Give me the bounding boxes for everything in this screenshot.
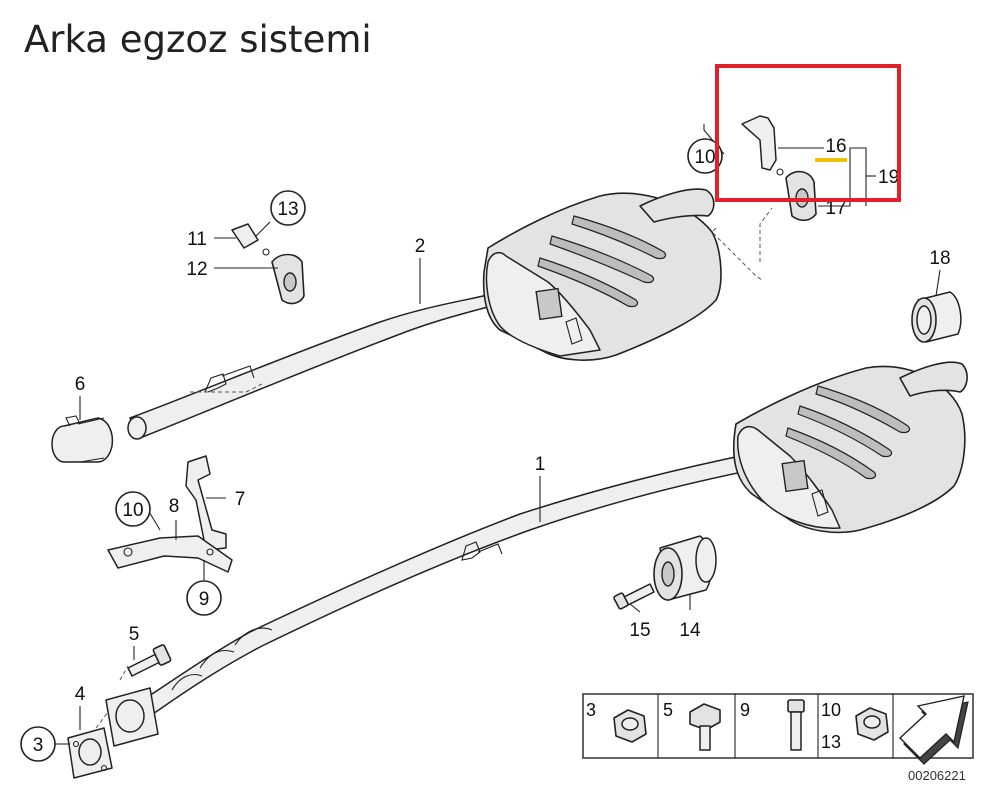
page-title: Arka egzoz sistemi — [24, 18, 372, 61]
rear-muffler-lower[interactable] — [732, 361, 968, 534]
callout-10-upper: 10 — [687, 138, 723, 174]
diagram-code: 00206221 — [908, 768, 966, 783]
label-1: 1 — [535, 454, 546, 475]
label-3: 3 — [33, 735, 44, 756]
legend-label-5: 5 — [663, 700, 673, 720]
label-2: 2 — [415, 236, 426, 257]
label-12: 12 — [186, 259, 207, 280]
label-6: 6 — [75, 374, 86, 395]
label-13: 13 — [277, 199, 298, 220]
legend-label-10: 10 — [821, 700, 841, 720]
highlight-box — [715, 64, 901, 202]
label-5: 5 — [129, 624, 140, 645]
label-11: 11 — [187, 229, 207, 250]
label-19: 19 — [878, 167, 899, 188]
label-10-upper: 10 — [694, 147, 715, 168]
legend-label-9: 9 — [740, 700, 750, 720]
label-16: 16 — [825, 136, 846, 157]
sleeve-part-18[interactable] — [911, 291, 962, 343]
label-9: 9 — [199, 589, 210, 610]
flange-nut-icon — [855, 707, 889, 741]
callout-3: 3 — [20, 726, 56, 762]
callout-10-lower: 10 — [115, 491, 151, 527]
bracket-part-7-8[interactable] — [107, 455, 233, 573]
stud-bolt-icon — [787, 699, 805, 751]
hanger-part-16-17[interactable] — [741, 115, 817, 222]
label-7: 7 — [235, 489, 246, 510]
callout-13: 13 — [270, 190, 306, 226]
label-14: 14 — [679, 620, 701, 641]
assembly-lines — [95, 207, 773, 729]
bolt-icon — [689, 703, 721, 751]
callout-9: 9 — [186, 580, 222, 616]
nut-icon — [613, 709, 647, 743]
rubber-mount-part-14[interactable] — [653, 535, 717, 601]
label-8: 8 — [169, 496, 180, 517]
highlight-underline — [815, 158, 847, 162]
arrow-icon — [898, 695, 969, 765]
legend-label-13: 13 — [821, 732, 841, 752]
label-10-lower: 10 — [122, 500, 143, 521]
rear-pipe-upper[interactable] — [127, 291, 513, 440]
bolt-part-15[interactable] — [613, 583, 655, 610]
flange-assembly[interactable] — [67, 687, 159, 779]
label-17: 17 — [825, 198, 846, 219]
fastener-legend: 3 5 9 10 13 — [582, 693, 974, 765]
clamp-part-6[interactable] — [51, 415, 114, 463]
legend-label-3: 3 — [586, 700, 596, 720]
label-18: 18 — [929, 248, 950, 269]
label-4: 4 — [75, 684, 86, 705]
label-15: 15 — [629, 620, 650, 641]
rear-muffler-upper[interactable] — [482, 188, 722, 361]
bolt-part-5[interactable] — [127, 644, 172, 677]
hanger-part-11-12[interactable] — [231, 223, 305, 305]
